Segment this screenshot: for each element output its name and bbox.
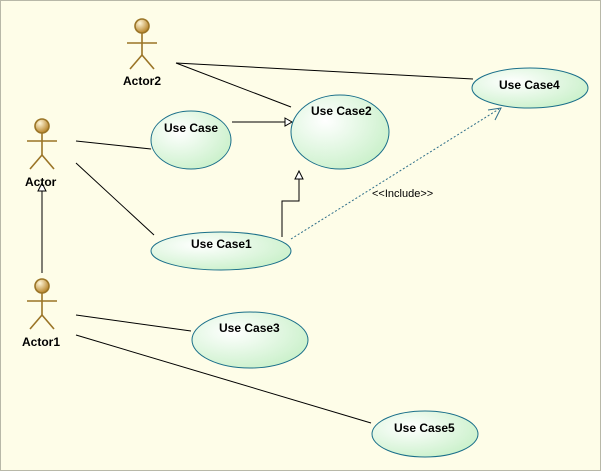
- association-actor2-uc2[interactable]: [175, 62, 292, 108]
- actor-actor1[interactable]: [27, 278, 57, 330]
- include-uc1-uc4[interactable]: [290, 108, 500, 240]
- include-label: <<Include>>: [372, 188, 433, 200]
- use-case-label: Use Case5: [394, 421, 455, 435]
- generalization-arrowhead: [37, 181, 47, 192]
- association-actor2-uc4[interactable]: [175, 62, 474, 80]
- generalization-uc1-uc2[interactable]: [281, 179, 300, 237]
- use-case-uc1[interactable]: Use Case1: [150, 231, 292, 271]
- include-arrowhead: [487, 107, 502, 121]
- use-case-label: Use Case1: [191, 237, 252, 251]
- association-actor-uc[interactable]: [75, 140, 152, 150]
- use-case-uc5[interactable]: Use Case5: [371, 410, 479, 458]
- actor-actor2[interactable]: [127, 18, 157, 70]
- generalization-arrowhead: [294, 169, 304, 180]
- actor-label: Actor2: [123, 74, 161, 88]
- actor-actor[interactable]: [27, 118, 57, 170]
- association-actor-uc1[interactable]: [75, 162, 155, 236]
- generalization-arrowhead: [284, 117, 294, 127]
- actor-label: Actor: [25, 175, 57, 189]
- use-case-label: Use Case4: [499, 78, 560, 92]
- use-case-label: Use Case3: [219, 321, 280, 335]
- use-case-uc[interactable]: Use Case: [150, 110, 232, 170]
- association-actor1-uc3[interactable]: [75, 314, 192, 332]
- use-case-label: Use Case: [164, 121, 218, 135]
- use-case-label: Use Case2: [311, 104, 372, 118]
- actor-label: Actor1: [22, 335, 60, 349]
- use-case-uc3[interactable]: Use Case3: [191, 311, 309, 369]
- use-case-uc4[interactable]: Use Case4: [471, 67, 589, 109]
- use-case-uc2[interactable]: Use Case2: [290, 94, 390, 170]
- association-actor1-uc5[interactable]: [75, 334, 372, 424]
